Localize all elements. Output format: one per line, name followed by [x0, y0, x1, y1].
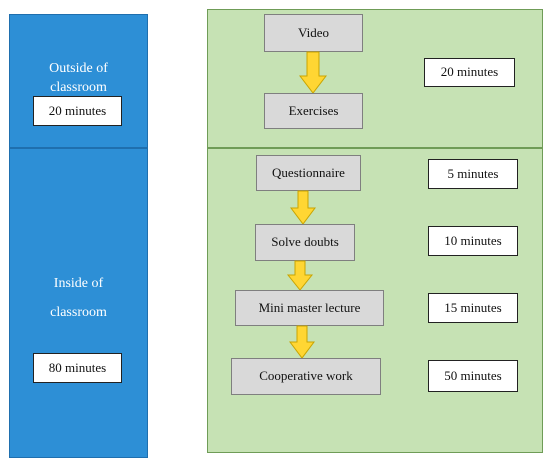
step-mini-master-lecture: Mini master lecture — [235, 290, 384, 326]
inside-classroom-panel: Inside of classroom 80 minutes — [9, 148, 148, 458]
outside-classroom-panel: Outside of classroom 20 minutes — [9, 14, 148, 148]
step-cooperative-work: Cooperative work — [231, 358, 381, 395]
arrow-down-icon — [286, 260, 314, 291]
inside-classroom-time: 80 minutes — [33, 353, 122, 383]
outside-classroom-label-line1: Outside of — [49, 61, 108, 76]
time-cooperative-work: 50 minutes — [428, 360, 518, 392]
outside-step-time: 20 minutes — [424, 58, 515, 87]
inside-classroom-label-line2: classroom — [50, 305, 107, 320]
outside-classroom-label-line2: classroom — [50, 80, 107, 95]
time-questionnaire: 5 minutes — [428, 159, 518, 189]
step-video: Video — [264, 14, 363, 52]
arrow-down-icon — [290, 190, 316, 225]
outside-classroom-time: 20 minutes — [33, 96, 122, 126]
arrow-down-icon — [298, 51, 328, 94]
arrow-down-icon — [289, 325, 315, 359]
step-questionnaire: Questionnaire — [256, 155, 361, 191]
step-solve-doubts: Solve doubts — [255, 224, 355, 261]
step-exercises: Exercises — [264, 93, 363, 129]
time-mini-master-lecture: 15 minutes — [428, 293, 518, 323]
inside-classroom-label-line1: Inside of — [53, 276, 104, 291]
time-solve-doubts: 10 minutes — [428, 226, 518, 256]
